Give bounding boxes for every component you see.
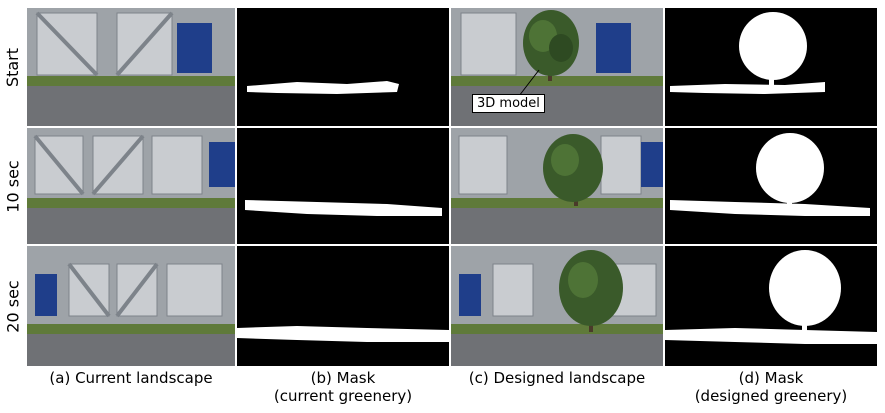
- caption-line: (b) Mask: [310, 369, 376, 387]
- photo-current-start: [27, 8, 235, 126]
- mask-current-start: [237, 8, 449, 126]
- mask-designed-10sec: [665, 128, 877, 244]
- caption-designed-landscape: (c) Designed landscape: [451, 369, 663, 387]
- mask-designed-20sec: [665, 246, 877, 366]
- caption-line: (c) Designed landscape: [468, 369, 646, 387]
- mask-current-20sec: [237, 246, 449, 366]
- callout-3d-model: 3D model: [472, 94, 545, 113]
- caption-current-landscape: (a) Current landscape: [27, 369, 235, 387]
- caption-line: (current greenery): [273, 387, 413, 405]
- row-label-text: 20 sec: [3, 279, 23, 333]
- mask-current-10sec: [237, 128, 449, 244]
- caption-line: (d) Mask: [738, 369, 804, 387]
- mask-designed-start: [665, 8, 877, 126]
- row-label-20sec: 20 sec: [0, 246, 26, 366]
- photo-current-20sec: [27, 246, 235, 366]
- photo-designed-20sec: [451, 246, 663, 366]
- row-label-text: Start: [3, 47, 23, 87]
- row-label-10sec: 10 sec: [0, 128, 26, 244]
- caption-line: (designed greenery): [694, 387, 848, 405]
- row-label-start: Start: [0, 8, 26, 126]
- row-label-text: 10 sec: [3, 159, 23, 213]
- caption-mask-current: (b) Mask (current greenery): [237, 369, 449, 405]
- caption-mask-designed: (d) Mask (designed greenery): [665, 369, 877, 405]
- caption-line: (a) Current landscape: [49, 369, 213, 387]
- photo-designed-10sec: [451, 128, 663, 244]
- photo-current-10sec: [27, 128, 235, 244]
